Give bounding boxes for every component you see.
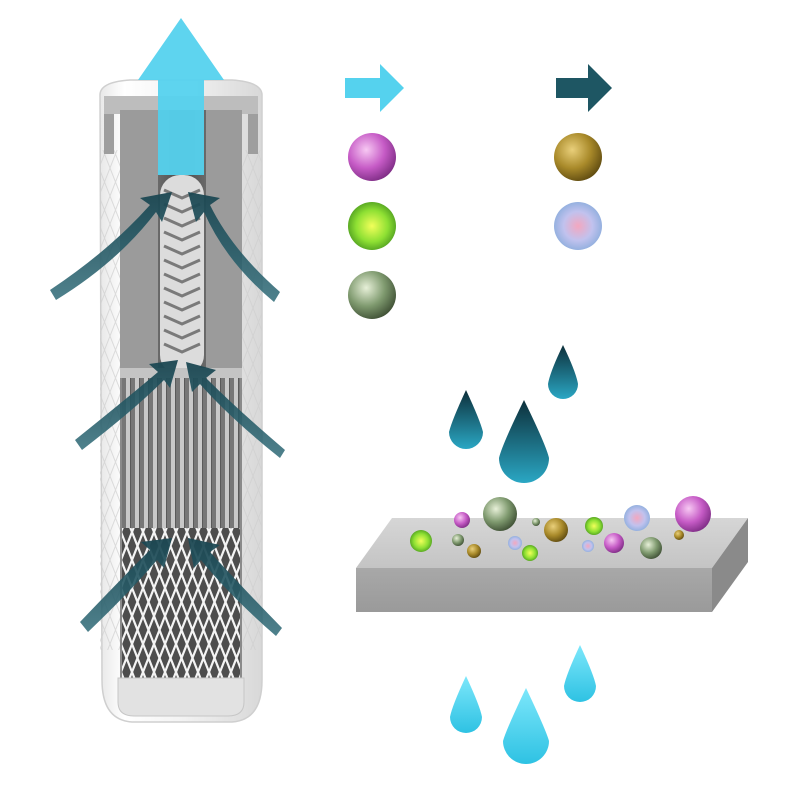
trapped-particle (452, 534, 464, 546)
green-ball-icon (348, 202, 396, 250)
filter-cartridge (50, 18, 285, 722)
blue-ball-icon (554, 202, 602, 250)
trapped-particle (522, 545, 538, 561)
clean-drop-icon (564, 645, 596, 702)
slab-front (356, 568, 712, 612)
purple-ball-icon (348, 133, 396, 181)
trapped-particle (532, 518, 540, 526)
trapped-particle (582, 540, 594, 552)
trapped-particle (410, 530, 432, 552)
trapped-particle (454, 512, 470, 528)
clean-water-arrow-icon (345, 64, 404, 112)
trapped-particle (640, 537, 662, 559)
outer-mesh-left (100, 150, 122, 650)
trapped-particle (674, 530, 684, 540)
bottom-cap (118, 678, 244, 716)
outer-mesh-right (240, 150, 262, 650)
filter-media-slab (356, 496, 748, 612)
trapped-particle (483, 497, 517, 531)
trapped-particle (624, 505, 650, 531)
clean-drop-icon (450, 676, 482, 733)
trapped-particle (675, 496, 711, 532)
dark-drop-icon (548, 345, 578, 399)
gold-ball-icon (554, 133, 602, 181)
trapped-particle (544, 518, 568, 542)
incoming-water-drops (449, 345, 578, 483)
trapped-particle (508, 536, 522, 550)
clean-water-drops (450, 645, 596, 764)
clean-drop-icon (503, 688, 549, 764)
dirty-water-arrow-icon (556, 64, 612, 112)
legend (345, 64, 612, 319)
olive-ball-icon (348, 271, 396, 319)
lower-mesh (122, 528, 240, 678)
dark-drop-icon (499, 400, 549, 483)
dark-drop-icon (449, 390, 483, 449)
mid-divider (120, 368, 242, 378)
trapped-particle (467, 544, 481, 558)
trapped-particle (604, 533, 624, 553)
trapped-particle (585, 517, 603, 535)
